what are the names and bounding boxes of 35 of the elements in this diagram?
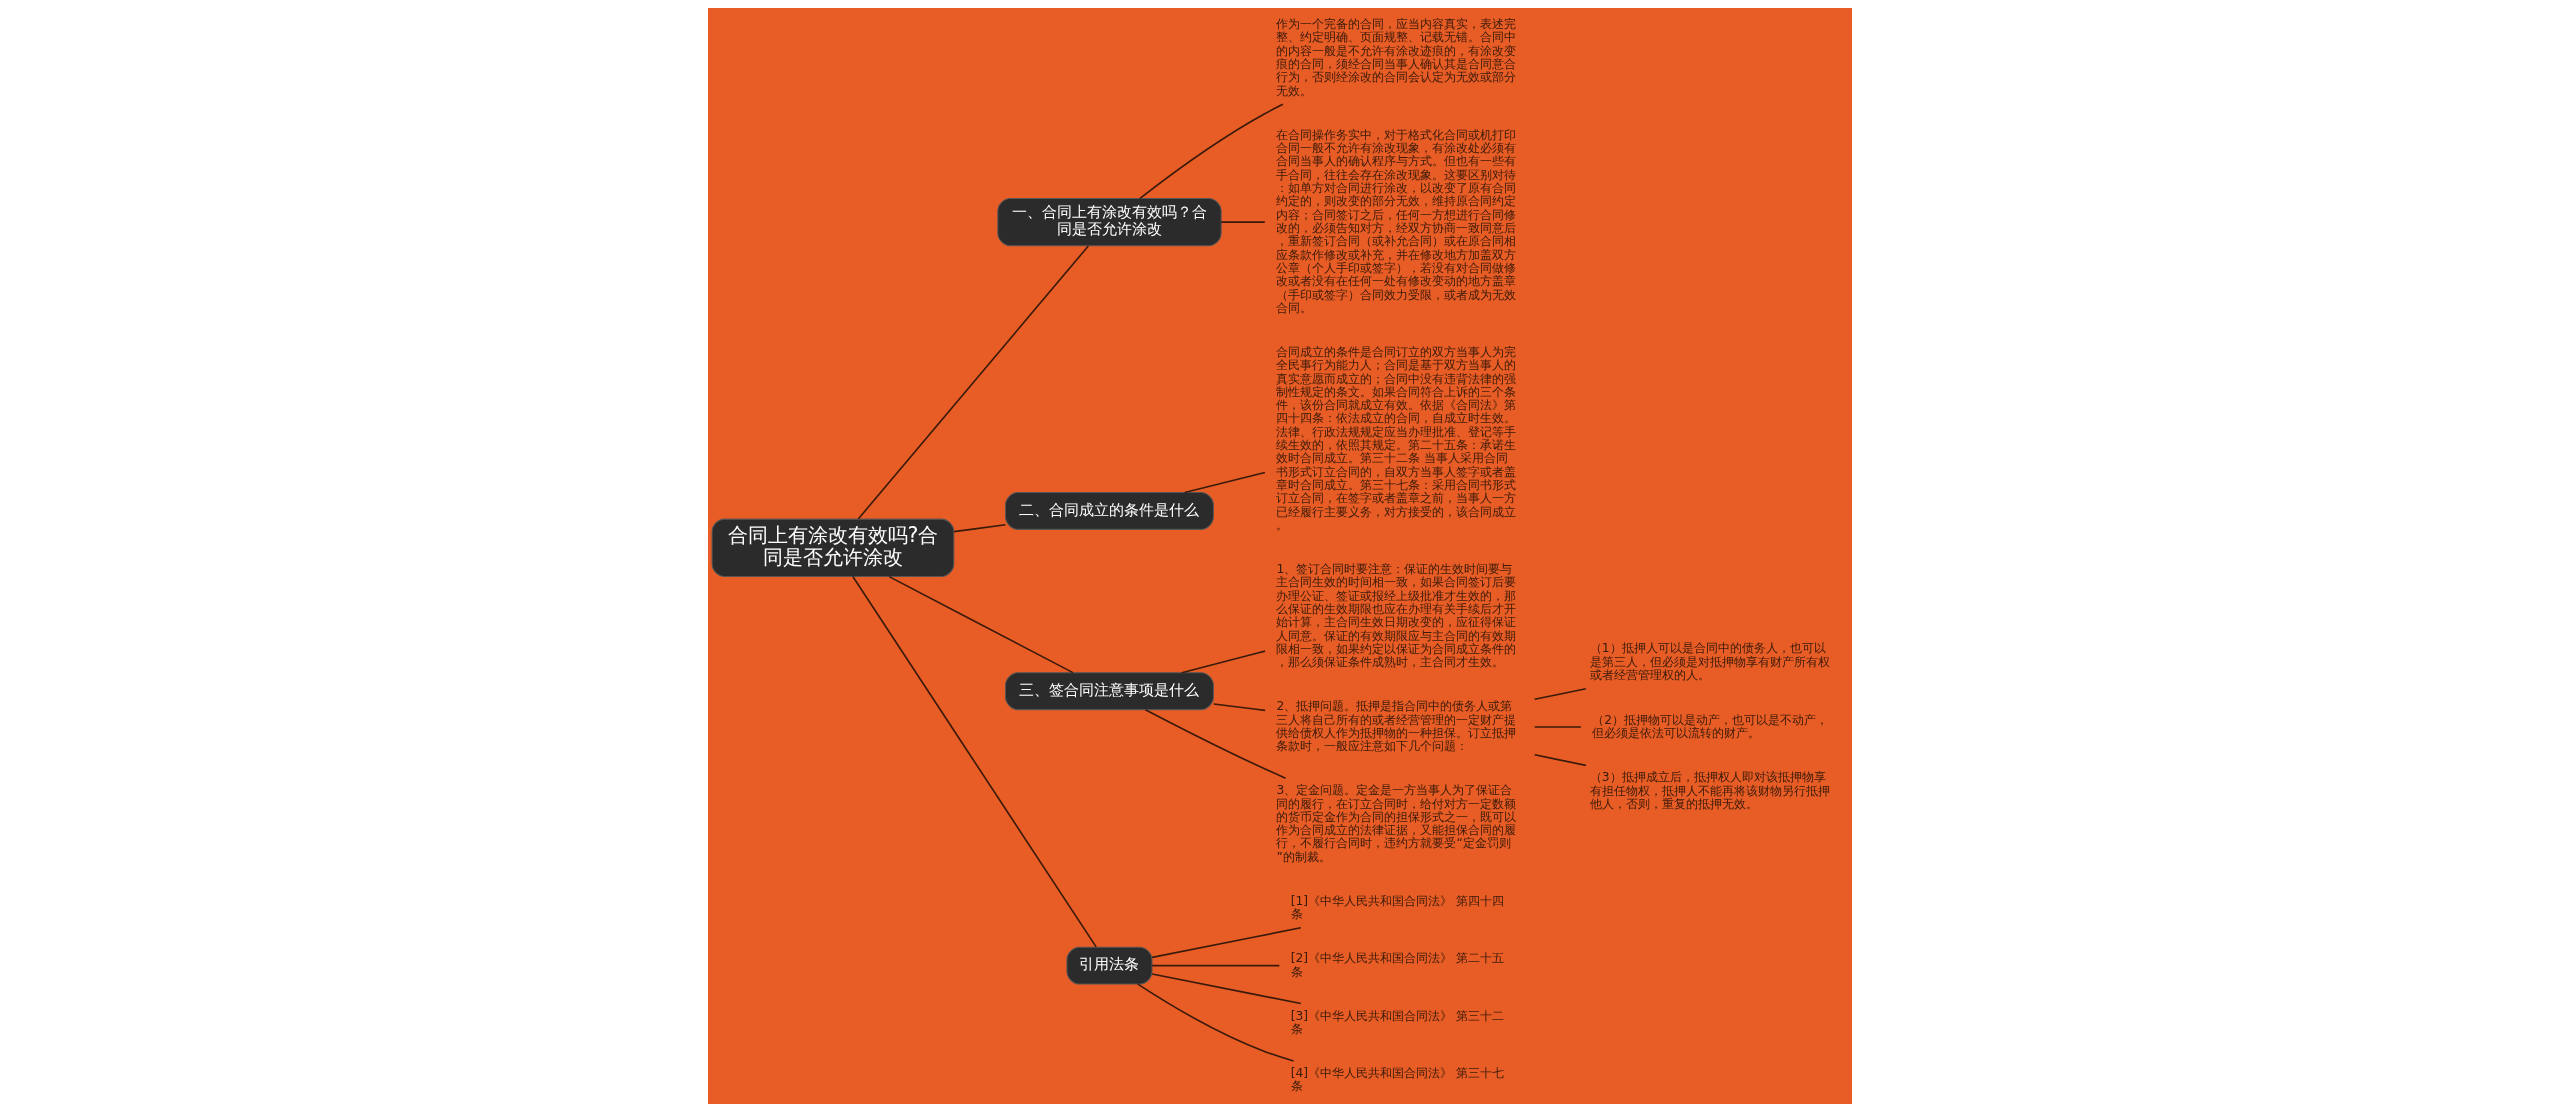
connector xyxy=(1183,471,1266,494)
connector xyxy=(1533,753,1587,767)
node-box: 三、签合同注意事项是什么 xyxy=(1005,672,1214,711)
connector xyxy=(1533,726,1582,728)
connector xyxy=(953,523,1007,533)
connector xyxy=(1139,103,1284,200)
connector xyxy=(1180,650,1266,674)
connector xyxy=(852,575,1097,948)
connector xyxy=(1151,927,1302,959)
connector xyxy=(888,575,1074,674)
node-text: [4]《中华人民共和国合同法》 第三十七条 xyxy=(1290,1065,1505,1094)
connector xyxy=(857,245,1090,520)
node-text: 合同成立的条件是合同订立的双方当事人为完全民事行为能力人；合同是基于双方当事人的真实意愿而成立的；合同中没有违背法律的强制性规定的条文。如果合同符合上诉的三个条件，该份合同就成立有效。依据《合同法》第四十四条：依法成立的合同，自成立时生效。法律、行政法规规定应当办理批准、登记等手续生效的，依照其规定。第二十五条：承诺生效时合同成立。第三十二条 当事人采用合同书形式订立合同的，自双方当事人签字或者盖章时合同成立。第三十七条：采用合同书形式订立合同，在签字或者盖章之前，当事人一方已经履行主要义务，对方接受的，该合同成立。 xyxy=(1276,344,1517,532)
connector xyxy=(1144,708,1287,779)
connector xyxy=(1136,983,1295,1062)
node-text: （1）抵押人可以是合同中的债务人，也可以是第三人，但必须是对抵押物享有财产所有权或者经营管理权的人。 xyxy=(1589,641,1830,682)
node-box: 合同上有涂改有效吗?合同是否允许涂改 xyxy=(711,518,955,577)
node-box: 二、合同成立的条件是什么 xyxy=(1005,492,1214,530)
connector xyxy=(1220,221,1266,223)
node-text: [1]《中华人民共和国合同法》 第四十四条 xyxy=(1290,893,1505,922)
node-text: [2]《中华人民共和国合同法》 第二十五条 xyxy=(1290,951,1505,979)
connector xyxy=(1533,687,1587,701)
node-box: 引用法条 xyxy=(1066,946,1153,985)
node-text: 在合同操作务实中，对于格式化合同或机打印合同一般不允许有涂改现象，有涂改处必须有合同当事人的确认程序与方式。但也有一些有手合同，往往会存在涂改现象。这要区别对待：如单方对合同进行涂改，以改变了原有合同约定的，则改变的部分无效，维持原合同约定内容；合同签订之后，任何一方想进行合同修改的，必须告知对方，经双方协商一致同意后，重新签订合同（或补允合同）或在原合同相应条款作修改或补充，并在修改地方加盖双方公章（个人手印或签字），若没有对合同做修改或者没有在任何一处有修改变动的地方盖章（手印或签字）合同效力受限，或者成为无效合同。 xyxy=(1276,127,1517,315)
node-text: （2）抵押物可以是动产，也可以是不动产，但必须是依法可以流转的财产。 xyxy=(1592,712,1829,740)
node-text: 作为一个完备的合同，应当内容真实，表述完整、约定明确、页面规整、记载无错。合同中的内容一般是不允许有涂改迹痕的，有涂改变痕的合同，须经合同当事人确认其是合同意合行为，否则经涂改的合同会认定为无效或部分无效。 xyxy=(1276,17,1517,98)
connector xyxy=(1151,964,1281,967)
node-text: 1、签订合同时要注意：保证的生效时间要与主合同生效的时间相一致，如果合同签订后要办理公证、签证或报经上级批准才生效的，那么保证的生效期限也应在办理有关手续后才开始计算，主合同生效日期改变的，应征得保证人同意。保证的有效期限应与主合同的有效期限相一致，如果约定以保证为合同成立条件的，那么须保证条件成熟时，主合同才生效。 xyxy=(1276,562,1517,670)
node-text: （3）抵押成立后，抵押权人即对该抵押物享有担任物权，抵押人不能再将该财物另行抵押他人，否则，重复的抵押无效。 xyxy=(1589,770,1830,812)
connector xyxy=(1151,973,1302,1005)
node-text: 2、抵押问题。抵押是指合同中的债务人或第三人将自己所有的或者经营管理的一定财产提供给债权人作为抵押物的一种担保。订立抵押条款时，一般应注意如下几个问题： xyxy=(1276,699,1517,754)
node-box: 一、合同上有涂改有效吗？合同是否允许涂改 xyxy=(997,198,1222,247)
node-text: [3]《中华人民共和国合同法》 第三十二条 xyxy=(1290,1008,1505,1036)
connector xyxy=(1212,703,1266,712)
node-text: 3、定金问题。定金是一方当事人为了保证合同的履行，在订立合同时，给付对方一定数额的货币定金作为合同的担保形式之一，既可以作为合同成立的法律证据，又能担保合同的履行，不履行合同时，违约方就要受“定金罚则”的制裁。 xyxy=(1276,783,1517,864)
